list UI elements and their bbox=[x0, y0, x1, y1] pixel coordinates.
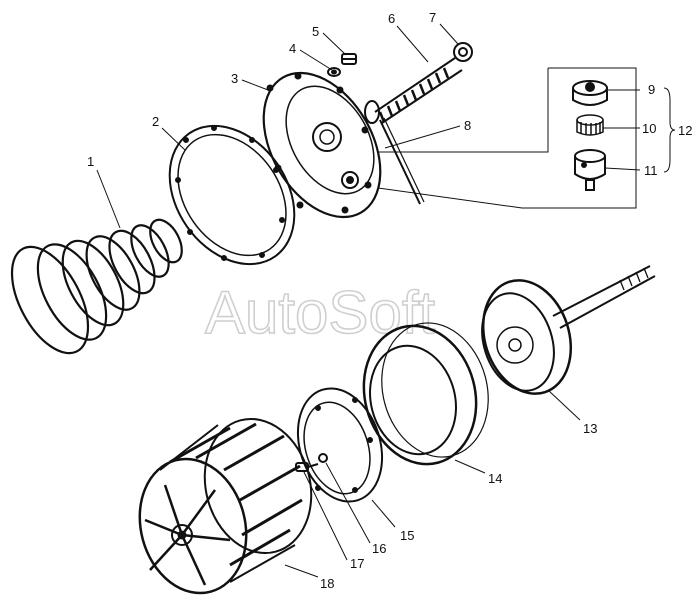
part-16-pin bbox=[318, 453, 328, 463]
part-1-conical-spring bbox=[10, 218, 183, 355]
callout-2: 2 bbox=[152, 114, 159, 129]
callout-17: 17 bbox=[350, 556, 364, 571]
callout-8: 8 bbox=[464, 118, 471, 133]
callout-3: 3 bbox=[231, 71, 238, 86]
part-15-gasket-ring bbox=[296, 387, 384, 503]
callout-14: 14 bbox=[488, 471, 502, 486]
leader-lines bbox=[96, 23, 641, 578]
callout-9: 9 bbox=[648, 82, 655, 97]
callout-11: 11 bbox=[644, 163, 658, 178]
part-2-gasket bbox=[168, 124, 296, 266]
callout-15: 15 bbox=[400, 528, 414, 543]
callout-10: 10 bbox=[642, 121, 656, 136]
callout-6: 6 bbox=[388, 11, 395, 26]
part-18-ribbed-drum bbox=[138, 417, 313, 595]
part-3-flange-plate bbox=[262, 71, 382, 219]
callout-18: 18 bbox=[320, 576, 334, 591]
part-9-fitting-top bbox=[572, 80, 608, 106]
watermark-text: AutoSoft bbox=[205, 279, 435, 346]
bracket-12 bbox=[522, 67, 637, 209]
part-11-valve-body bbox=[574, 149, 606, 191]
callout-4: 4 bbox=[289, 41, 296, 56]
callout-16: 16 bbox=[372, 541, 386, 556]
callout-12: 12 bbox=[678, 123, 692, 138]
callout-5: 5 bbox=[312, 24, 319, 39]
part-7-cap-nut bbox=[453, 42, 473, 62]
part-13-piston-disc bbox=[481, 265, 656, 395]
callout-13: 13 bbox=[583, 421, 597, 436]
part-4-washer bbox=[327, 67, 341, 77]
bracket-12-right bbox=[663, 87, 676, 173]
part-10-filter-mesh bbox=[576, 114, 604, 136]
part-5-nut bbox=[341, 53, 357, 65]
part-14-ring bbox=[362, 322, 489, 466]
part-8-rod bbox=[379, 117, 425, 205]
part-6-spring bbox=[364, 57, 463, 124]
callout-7: 7 bbox=[429, 10, 436, 25]
callout-1: 1 bbox=[87, 154, 94, 169]
